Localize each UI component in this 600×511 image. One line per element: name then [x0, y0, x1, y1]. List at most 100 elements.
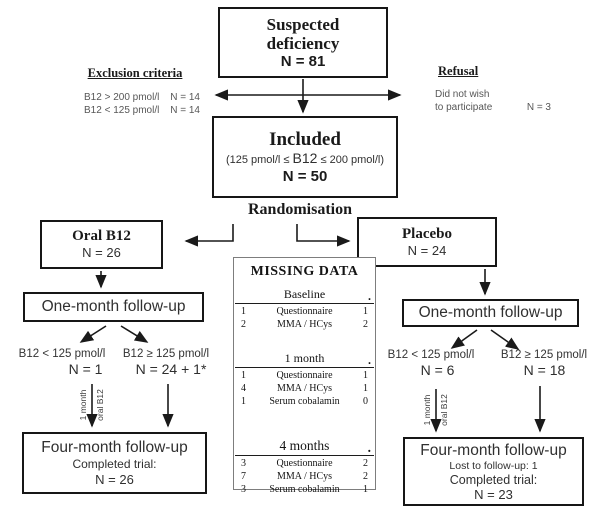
oral-high-n: N = 24 + 1*: [135, 361, 207, 377]
exclusion-item: B12 > 200 pmol/l N = 14: [84, 91, 200, 104]
refusal-line2-row: to participate N = 3: [435, 101, 551, 114]
missing-data-row: 3 Questionnaire 2: [234, 459, 375, 469]
row-right-count: 2: [363, 458, 368, 469]
included-criteria: (125 pmol/l ≤ B12 ≤ 200 pmol/l): [225, 149, 385, 168]
placebo-high-label: B12 ≥ 125 pmol/l: [500, 349, 588, 361]
placebo-completed-n: N = 23: [474, 486, 513, 502]
arrow-left-diag-low: [79, 325, 107, 343]
row-left-count: 4: [241, 383, 246, 394]
suspected-title-line2: deficiency: [266, 33, 340, 53]
placebo-rescue-line2: oral B12: [439, 394, 449, 426]
exclusion-item-n: N = 14: [170, 105, 200, 116]
row-left-count: 1: [241, 396, 246, 407]
placebo-rescue-line1: 1 month: [422, 394, 432, 426]
row-label: Questionnaire: [276, 370, 333, 381]
included-title: Included: [269, 128, 341, 150]
row-right-count: 1: [363, 484, 368, 495]
missing-data-section-baseline: Baseline . 1 Questionnaire 1 2 MMA / HCy…: [234, 287, 375, 330]
section-header-label: Baseline: [283, 287, 326, 301]
missing-data-row: 2 MMA / HCys 2: [234, 320, 375, 330]
exclusion-item-label: B12 < 125 pmol/l: [84, 105, 160, 116]
section-header-label: 4 months: [279, 438, 330, 453]
oral-one-month-box: One-month follow-up: [23, 292, 204, 322]
missing-data-section-header: Baseline .: [235, 287, 374, 304]
section-header-dot: .: [368, 289, 371, 303]
row-label: MMA / HCys: [276, 471, 332, 482]
row-label: MMA / HCys: [276, 383, 332, 394]
placebo-low-label: B12 < 125 pmol/l: [387, 349, 475, 361]
row-label: Serum cobalamin: [269, 484, 340, 495]
placebo-one-month-box: One-month follow-up: [402, 299, 579, 327]
oral-b12-box: Oral B12 N = 26: [40, 220, 163, 269]
exclusion-heading: Exclusion criteria: [87, 66, 183, 80]
refusal-n: N = 3: [526, 102, 551, 113]
refusal-line2: to participate: [435, 102, 493, 113]
placebo-four-month-title: Four-month follow-up: [420, 441, 567, 459]
row-right-count: 2: [363, 471, 368, 482]
randomisation-label: Randomisation: [247, 201, 353, 218]
arrow-right-diag-low: [450, 329, 478, 349]
missing-data-row: 4 MMA / HCys 1: [234, 384, 375, 394]
refusal-heading: Refusal: [438, 64, 479, 78]
row-right-count: 1: [363, 383, 368, 394]
arrow-randomisation-left: [184, 224, 234, 247]
oral-low-n: N = 1: [68, 361, 103, 377]
row-right-count: 1: [363, 370, 368, 381]
oral-high-label: B12 ≥ 125 pmol/l: [122, 348, 210, 360]
missing-data-row: 1 Questionnaire 1: [234, 307, 375, 317]
placebo-high-n: N = 18: [523, 362, 566, 378]
oral-four-month-box: Four-month follow-up Completed trial: N …: [22, 432, 207, 494]
missing-data-section-4months: 4 months . 3 Questionnaire 2 7 MMA / HCy…: [234, 438, 375, 495]
oral-completed-label: Completed trial:: [72, 457, 157, 471]
missing-data-row: 3 Serum cobalamin 1: [234, 485, 375, 495]
suspected-deficiency-box: Suspected deficiency N = 81: [218, 7, 388, 78]
row-right-count: 0: [363, 396, 368, 407]
included-n: N = 50: [282, 167, 328, 185]
placebo-lost-label: Lost to follow-up: 1: [449, 459, 538, 472]
refusal-line1: Did not wish: [435, 89, 490, 100]
row-left-count: 2: [241, 319, 246, 330]
row-label: Serum cobalamin: [269, 396, 340, 407]
included-box: Included (125 pmol/l ≤ B12 ≤ 200 pmol/l)…: [212, 116, 398, 198]
arrow-randomisation-right: [296, 224, 351, 247]
missing-data-row: 7 MMA / HCys 2: [234, 472, 375, 482]
placebo-n: N = 24: [407, 242, 447, 258]
oral-low-label: B12 < 125 pmol/l: [18, 348, 106, 360]
arrow-left-diag-high: [120, 325, 149, 343]
row-label: MMA / HCys: [276, 319, 332, 330]
row-label: Questionnaire: [276, 306, 333, 317]
placebo-box: Placebo N = 24: [357, 217, 497, 267]
placebo-four-month-box: Four-month follow-up Lost to follow-up: …: [403, 437, 584, 506]
row-right-count: 1: [363, 306, 368, 317]
missing-data-section-header: 4 months .: [235, 438, 374, 456]
suspected-n: N = 81: [280, 52, 326, 70]
row-left-count: 3: [241, 458, 246, 469]
included-criteria-pre: (125 pmol/l ≤: [225, 153, 293, 166]
exclusion-item-label: B12 > 200 pmol/l: [84, 92, 160, 103]
exclusion-item: B12 < 125 pmol/l N = 14: [84, 104, 200, 117]
included-criteria-post: ≤ 200 pmol/l): [317, 153, 385, 166]
oral-four-month-title: Four-month follow-up: [41, 439, 188, 456]
exclusion-item-n: N = 14: [170, 92, 200, 103]
suspected-title-line1: Suspected: [266, 14, 340, 34]
row-left-count: 7: [241, 471, 246, 482]
missing-data-section-1month: 1 month . 1 Questionnaire 1 4 MMA / HCys…: [234, 351, 375, 407]
oral-rescue-line1: 1 month: [78, 389, 88, 421]
placebo-completed-label: Completed trial:: [449, 472, 538, 487]
placebo-low-n: N = 6: [420, 362, 455, 378]
oral-n: N = 26: [82, 245, 121, 260]
missing-data-title: MISSING DATA: [250, 264, 359, 279]
section-header-dot: .: [367, 440, 371, 455]
exclusion-list: B12 > 200 pmol/l N = 14 B12 < 125 pmol/l…: [84, 91, 200, 117]
section-header-label: 1 month: [284, 351, 325, 365]
arrow-right-diag-high: [490, 329, 520, 350]
missing-data-section-header: 1 month .: [235, 351, 374, 368]
missing-data-row: 1 Questionnaire 1: [234, 371, 375, 381]
section-header-dot: .: [368, 353, 371, 367]
missing-data-panel: MISSING DATA Baseline . 1 Questionnaire …: [233, 257, 376, 495]
included-criteria-b12: B12: [292, 149, 318, 166]
row-left-count: 1: [241, 370, 246, 381]
row-left-count: 3: [241, 484, 246, 495]
missing-data-row: 1 Serum cobalamin 0: [234, 397, 375, 407]
